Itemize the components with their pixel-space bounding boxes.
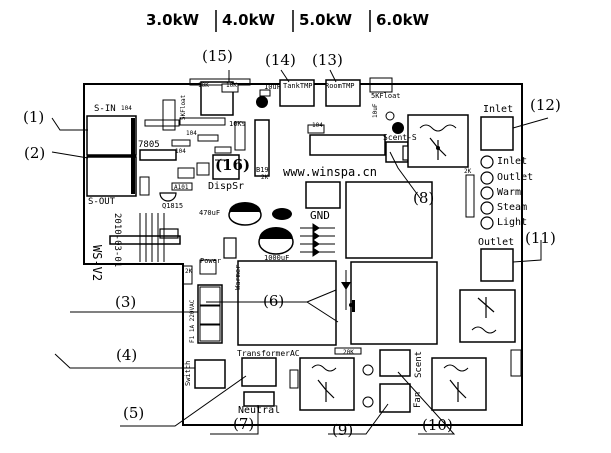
- r-104c-label: 104: [186, 130, 197, 137]
- s-out-terminal: [86, 156, 137, 197]
- tank-tmp-label: TankTMP: [283, 82, 313, 90]
- r-2k-label: 2K: [261, 174, 269, 181]
- led-group: [480, 155, 494, 230]
- float-top-label: 5KFloat: [371, 92, 401, 100]
- s-out-label: S-OUT: [88, 197, 116, 207]
- model-label: WS-V2: [90, 245, 104, 282]
- callout-6: (6): [263, 292, 285, 310]
- float-left-label: 5KFloat: [180, 94, 187, 120]
- website-label: www.winspa.cn: [283, 165, 377, 179]
- callout-16: (16): [215, 156, 251, 174]
- q1815-label: Q1815: [162, 202, 184, 210]
- inlet-connector-12: [480, 116, 514, 151]
- disp-sr-label: DispSr: [208, 181, 245, 192]
- callout-15: (15): [202, 47, 233, 65]
- callout-5: (5): [123, 404, 145, 422]
- r-104d-label: 104: [175, 148, 186, 155]
- relay-bottom-left: [299, 357, 355, 411]
- scent-label: Scent: [414, 350, 424, 378]
- callout-9: (9): [332, 421, 354, 439]
- power-rating-5kw: 5.0kW: [299, 11, 353, 29]
- r-104a-label: 104: [121, 105, 132, 112]
- power-label: Power: [200, 257, 222, 265]
- led-outlet-label: Outlet: [497, 172, 534, 183]
- callout-2: (2): [24, 144, 46, 162]
- callout-8: (8): [413, 189, 435, 207]
- cap-470-label: 470uF: [199, 209, 221, 217]
- gnd-connector: [305, 181, 341, 209]
- callout-3: (3): [115, 293, 137, 311]
- power-rating-4kw: 4.0kW: [222, 11, 276, 29]
- s-in-terminal: [86, 115, 137, 156]
- warmer-label: Warmer: [234, 264, 242, 290]
- callout-11: (11): [525, 229, 556, 247]
- r-k2-label: 2K: [185, 268, 193, 275]
- relay-right: [459, 289, 516, 343]
- callout-14: (14): [265, 51, 296, 69]
- outlet-connector-11: [480, 248, 514, 282]
- r-104b-label: 104: [312, 122, 323, 129]
- neutral-label: Neutral: [238, 405, 281, 416]
- transformer-label: TransformerAC: [237, 349, 300, 358]
- callout-13: (13): [312, 51, 343, 69]
- room-tmp-label: RoomTMP: [325, 82, 355, 90]
- tank-tmp-connector-14: [279, 79, 315, 107]
- led-steam-label: Steam: [497, 202, 528, 213]
- r-10k-b-label: 10K: [198, 82, 209, 89]
- outlet-label: Outlet: [478, 237, 515, 248]
- callout-1: (1): [23, 108, 45, 126]
- fuse-label: F1 1A 220VAC: [189, 299, 196, 343]
- r-10ks-label: 10Ks: [229, 120, 246, 128]
- fan-connector-9: [379, 383, 411, 413]
- relay-bottom-right: [431, 357, 487, 411]
- inlet-label: Inlet: [483, 104, 514, 115]
- disp-connector-16: [212, 154, 240, 180]
- callout-12: (12): [530, 96, 561, 114]
- 7805-label: 7805: [138, 140, 160, 150]
- r-a101-label: A101: [174, 184, 189, 191]
- b19-label: B19: [256, 166, 269, 174]
- r-10k-c-label: 10K: [226, 82, 237, 89]
- led-inlet-label: Inlet: [497, 156, 528, 167]
- board-outline: [83, 83, 523, 426]
- callout-4: (4): [116, 346, 138, 364]
- switch-label: Switch: [184, 360, 192, 386]
- switch-connector-4: [194, 359, 226, 389]
- r-20k-label: 20K: [343, 349, 354, 356]
- fuse-block-3: [197, 284, 223, 344]
- scent-s-label: Scent-S: [383, 133, 417, 142]
- transformer-connector-5: [241, 357, 277, 387]
- date-label: 2010-03-01: [112, 213, 122, 268]
- big-relay-right: [350, 261, 438, 345]
- power-rating-3kw: 3.0kW: [146, 11, 200, 29]
- cap-10uf-a-label: 10uF: [264, 83, 281, 91]
- fan-label: Fan: [413, 391, 423, 408]
- callout-10: (10): [422, 416, 453, 434]
- neutral-connector-7: [243, 391, 275, 407]
- big-relay-left: [237, 260, 337, 346]
- gnd-label: GND: [310, 209, 330, 222]
- cap-10uf-b-label: 10uF: [372, 103, 379, 118]
- scent-connector-10: [379, 349, 411, 377]
- led-warm-label: Warm: [497, 187, 522, 198]
- room-tmp-connector-13: [325, 79, 361, 107]
- s-in-label: S-IN: [94, 104, 116, 114]
- led-light-label: Light: [497, 217, 528, 228]
- power-rating-6kw: 6.0kW: [376, 11, 430, 29]
- cap-1000-label: 1000uF: [264, 254, 290, 262]
- callout-7: (7): [233, 415, 255, 433]
- r-2k-2-label: 2K: [464, 168, 472, 175]
